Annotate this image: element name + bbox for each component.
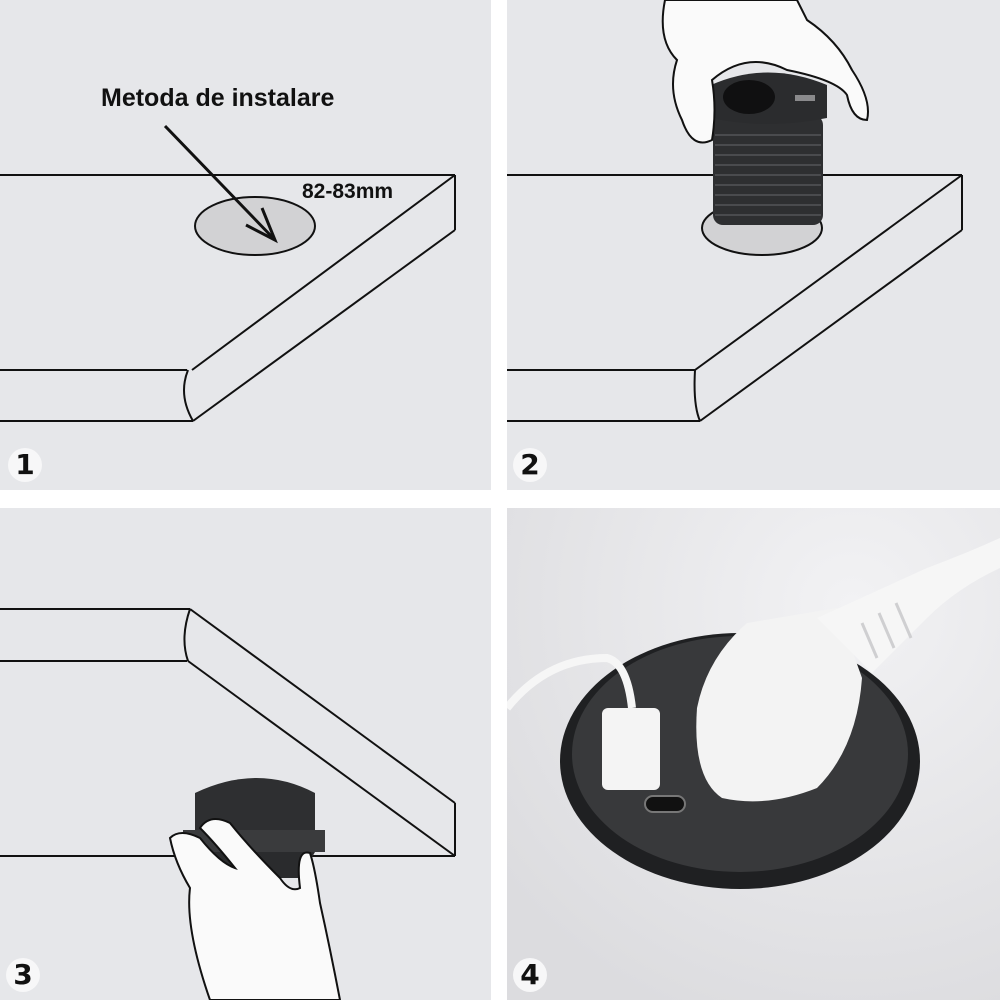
power-plug bbox=[696, 608, 862, 802]
step-number-badge: 1 bbox=[8, 448, 42, 482]
step-number-badge: 2 bbox=[513, 448, 547, 482]
installed-socket-photo bbox=[507, 508, 1000, 1000]
step-3-panel: 3 bbox=[0, 508, 491, 1000]
usb-a-plug bbox=[602, 708, 660, 790]
desk-with-hole-illustration bbox=[0, 124, 456, 422]
socket-body bbox=[713, 115, 823, 225]
usb-c-port-icon bbox=[644, 795, 686, 813]
step-1-panel: Metoda de instalare 82-83mm 1 bbox=[0, 0, 491, 490]
usb-cable bbox=[507, 653, 636, 711]
arrow-icon bbox=[163, 124, 277, 242]
tighten-nut-illustration bbox=[0, 608, 456, 1000]
outlet-opening bbox=[723, 80, 775, 114]
instructions-title: Metoda de instalare bbox=[101, 84, 335, 112]
hole-diameter-label: 82-83mm bbox=[302, 180, 394, 203]
hole-shape bbox=[194, 196, 316, 256]
power-cable bbox=[817, 538, 1000, 673]
insert-socket-illustration bbox=[507, 0, 963, 422]
step-4-panel: 4 bbox=[507, 508, 1000, 1000]
step-2-panel: 2 bbox=[507, 0, 1000, 490]
step-number-badge: 3 bbox=[6, 958, 40, 992]
hand-illustration bbox=[168, 818, 342, 1000]
step-number-badge: 4 bbox=[513, 958, 547, 992]
usb-port-icon bbox=[795, 95, 815, 101]
hand-illustration bbox=[661, 0, 869, 144]
